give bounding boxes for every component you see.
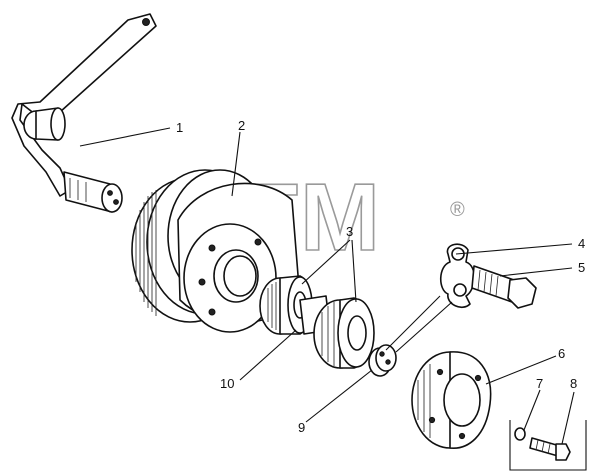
- callout-10: 10: [220, 376, 234, 391]
- callout-4: 4: [578, 236, 585, 251]
- leader-lines: [79, 127, 575, 445]
- callout-8: 8: [570, 376, 577, 391]
- callout-7: 7: [536, 376, 543, 391]
- part-6-cover-flange: [411, 351, 492, 449]
- callout-1: 1: [176, 120, 183, 135]
- callout-labels: 1 2 3 4 5 6 7 8 9 10: [176, 118, 585, 435]
- part-9-washer: [368, 344, 397, 377]
- callout-6: 6: [558, 346, 565, 361]
- callout-2: 2: [238, 118, 245, 133]
- part-7-8-fastener-group: [509, 420, 587, 471]
- callout-3: 3: [346, 224, 353, 239]
- part-5-bolt: [471, 265, 537, 309]
- callout-9: 9: [298, 420, 305, 435]
- part-3-bearing: [299, 295, 375, 369]
- callout-5: 5: [578, 260, 585, 275]
- watermark-registered-mark: ®: [450, 199, 465, 221]
- part-4-lock-plate: [439, 243, 476, 309]
- part-1-lever-arm: [11, 13, 157, 213]
